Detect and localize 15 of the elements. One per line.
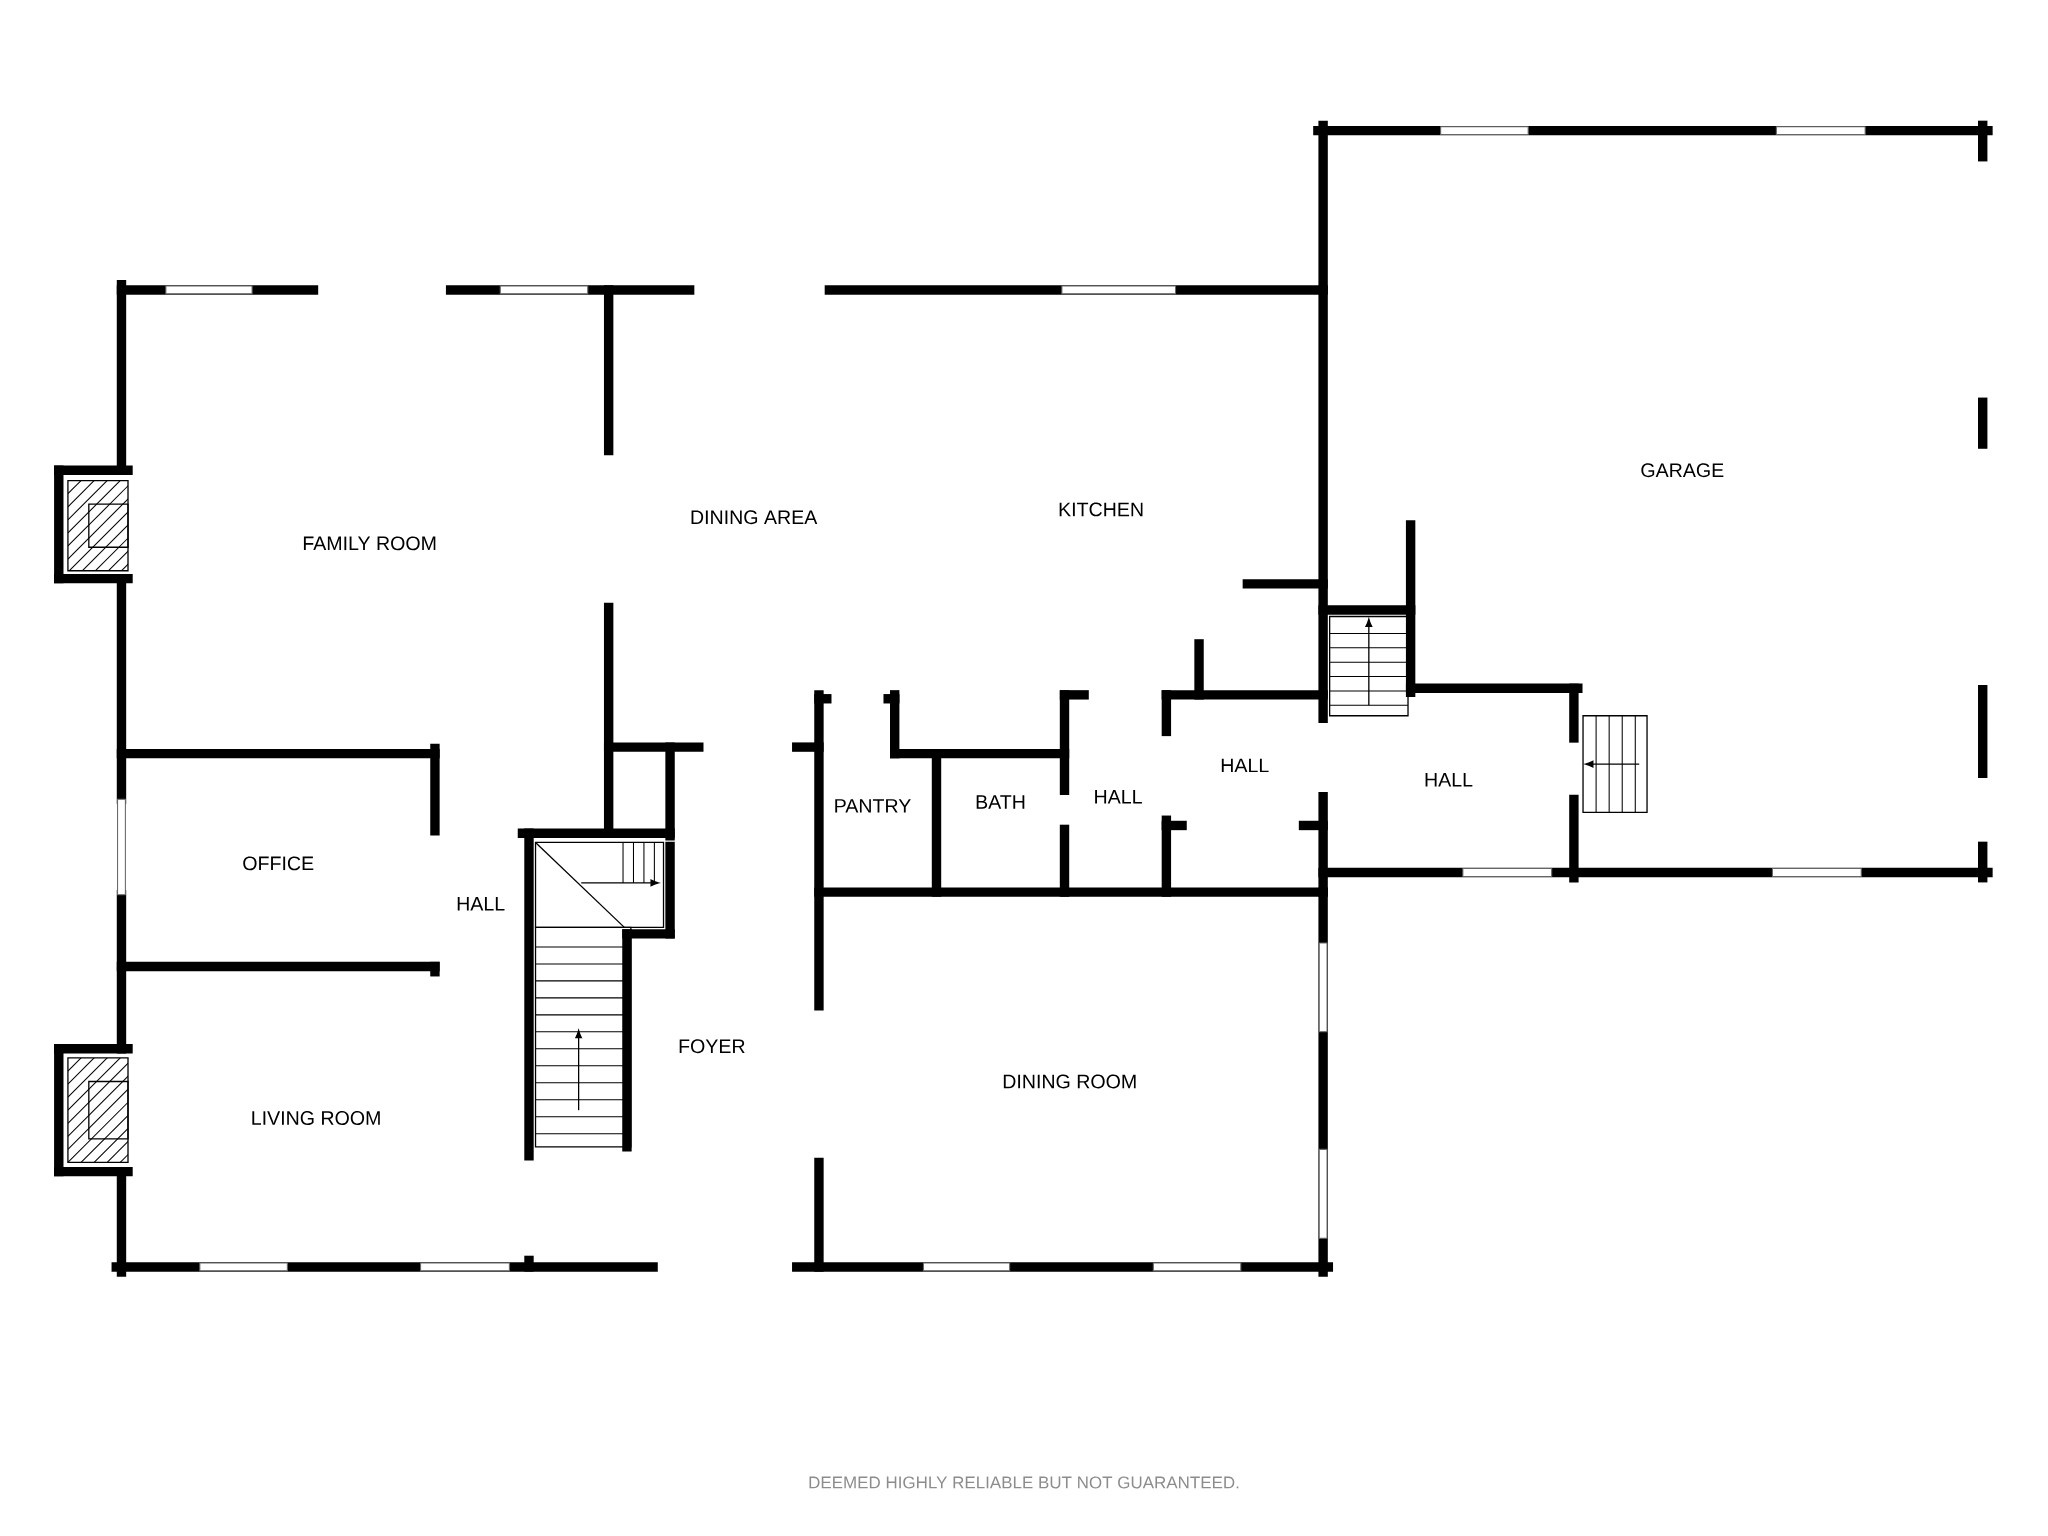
disclaimer-text: DEEMED HIGHLY RELIABLE BUT NOT GUARANTEED. [809, 1476, 1239, 1489]
room-label: PANTRY [835, 799, 911, 813]
room-label: LIVING ROOM [252, 1111, 380, 1125]
room-label: DINING ROOM [1003, 1074, 1136, 1089]
room-label: HALL [457, 897, 505, 911]
room-label: HALL [1425, 773, 1473, 787]
room-label: OFFICE [243, 856, 314, 871]
room-label: FAMILY ROOM [303, 536, 436, 551]
room-label: BATH [976, 795, 1025, 809]
room-label: DINING AREA [691, 510, 818, 525]
room-label: HALL [1095, 790, 1142, 804]
room-label: GARAGE [1641, 463, 1724, 478]
room-label: HALL [1221, 758, 1269, 773]
room-label: KITCHEN [1059, 502, 1143, 517]
room-label: FOYER [679, 1039, 745, 1054]
